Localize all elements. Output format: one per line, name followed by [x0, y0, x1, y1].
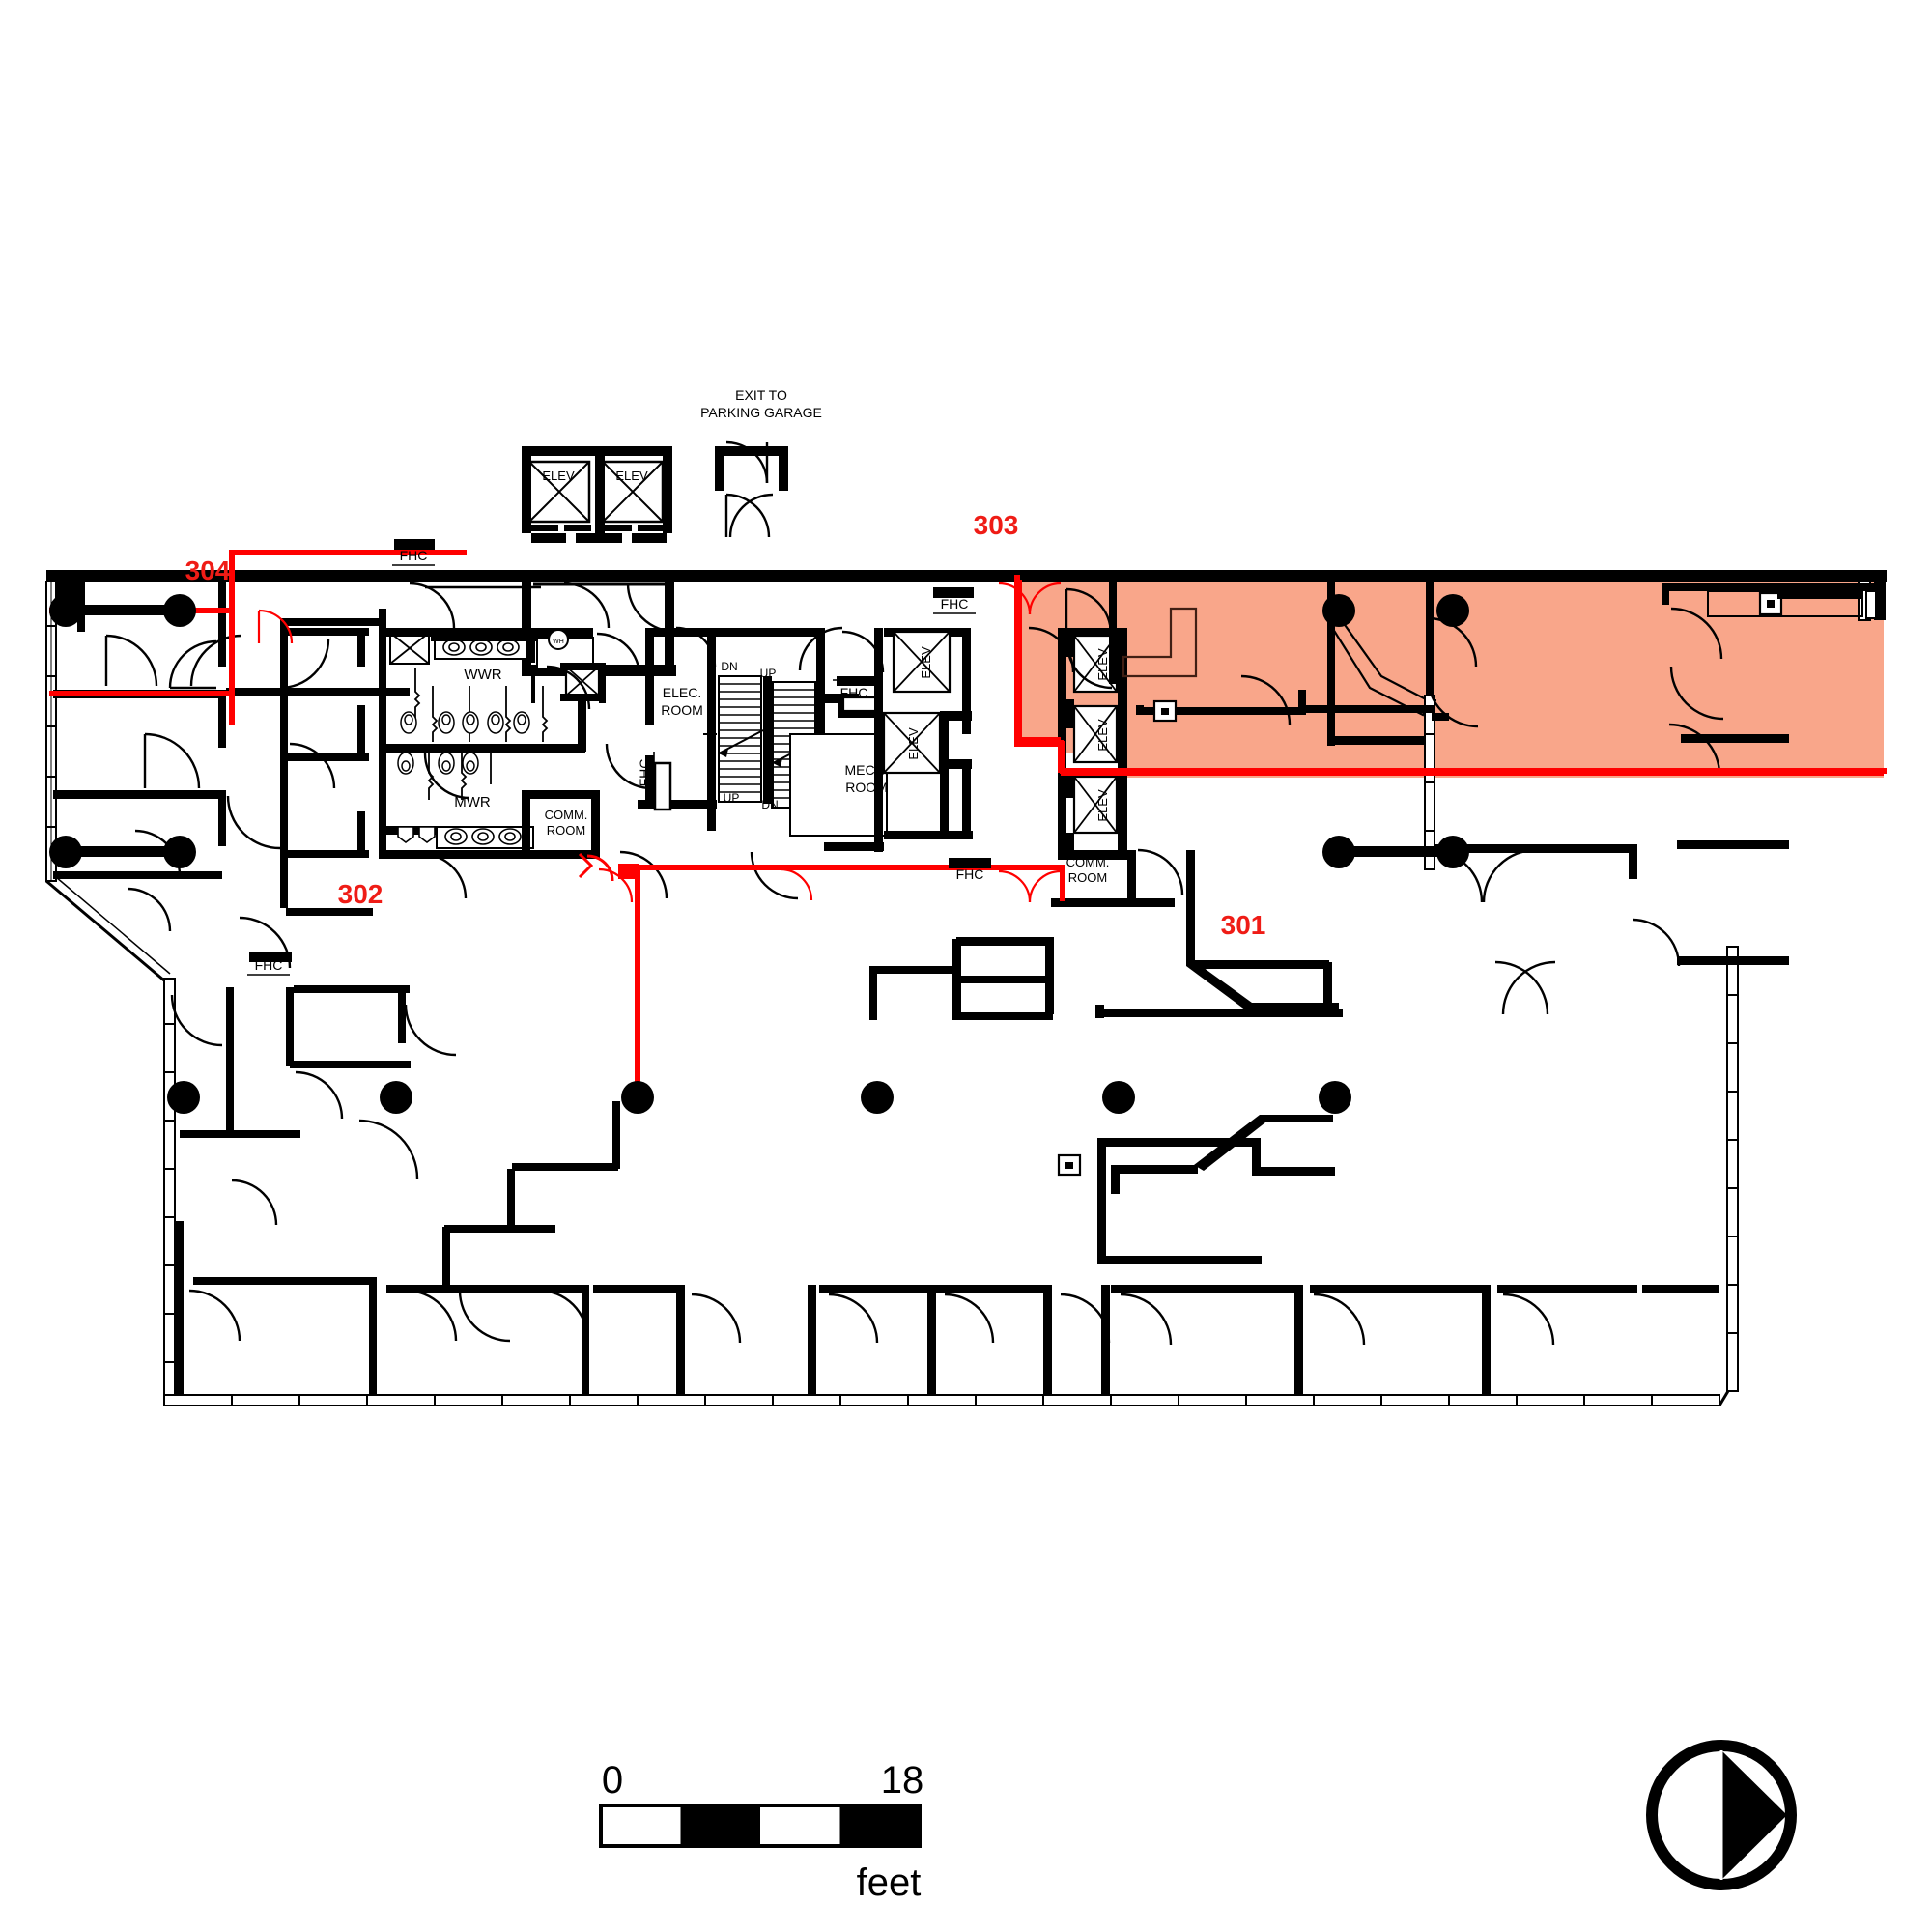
stair-label-up-top: UP: [760, 667, 777, 680]
room-label-elec-line1: ELEC.: [663, 685, 701, 700]
room-label-comm-left-line2: ROOM: [547, 823, 585, 838]
stair-run-left: [718, 675, 764, 803]
demising-303-bottom: [1016, 580, 1884, 776]
exit-note-line1: EXIT TO: [735, 387, 787, 403]
elev-label-6: ELEV: [1095, 719, 1110, 752]
room-label-mech-line2: ROOM: [845, 780, 888, 795]
scale-bar: 0 18 feet: [599, 1759, 924, 1904]
exit-note-line2: PARKING GARAGE: [700, 405, 822, 420]
right-wing-partitions: [593, 582, 1884, 1395]
fhc-label-group-3: FHC: [637, 752, 655, 794]
fhc-label-5: FHC: [941, 596, 969, 611]
fhc-label-3: FHC: [637, 759, 652, 787]
elev-label-1: ELEV: [542, 469, 575, 483]
building-shell: [45, 570, 1887, 1406]
fhc-label-group-5: FHC: [933, 596, 976, 614]
elev-label-2: ELEV: [615, 469, 648, 483]
elev-label-4: ELEV: [906, 727, 921, 760]
room-label-elec-line2: ROOM: [661, 702, 703, 718]
room-label-mech-line1: MECH.: [844, 762, 888, 778]
scale-max-label: 18: [881, 1759, 924, 1802]
suite-label-301[interactable]: 301: [1221, 910, 1266, 940]
building-core: WH: [379, 440, 1175, 907]
demising-doors: [257, 582, 1062, 903]
elev-label-3: ELEV: [919, 646, 933, 679]
corridor-lines: [282, 585, 717, 735]
room-label-wwr: WWR: [464, 667, 501, 683]
fhc-label-group-1: FHC: [392, 548, 435, 566]
suite-label-303[interactable]: 303: [974, 510, 1019, 540]
scale-units-label: feet: [857, 1861, 922, 1904]
column-stubs: [66, 605, 1453, 857]
scale-min-label: 0: [602, 1759, 623, 1802]
fhc-label-6: FHC: [956, 867, 984, 882]
fhc-label-group-4: FHC: [833, 679, 875, 700]
room-label-comm-right-line1: COMM.: [1066, 855, 1110, 869]
room-label-mwr: MWR: [454, 794, 491, 810]
fhc-label-group-2: FHC: [247, 957, 290, 976]
room-label-comm-left-line1: COMM.: [545, 808, 588, 822]
fhc-label-group-6: FHC: [949, 863, 991, 882]
corridor-whiteout-a: [1017, 740, 1061, 779]
stair-label-dn-bottom: DN: [761, 798, 778, 811]
north-arrow: [1646, 1740, 1797, 1890]
stair-label-dn-top: DN: [721, 660, 737, 673]
suite-label-302[interactable]: 302: [338, 879, 384, 909]
suite-label-304[interactable]: 304: [185, 555, 231, 585]
fhc-label-2: FHC: [255, 957, 283, 973]
room-label-comm-right-line2: ROOM: [1068, 870, 1107, 885]
fhc-label-1: FHC: [400, 548, 428, 563]
left-wing-partitions: [53, 582, 620, 1396]
door-arcs-right: [691, 587, 1724, 1346]
svg-text:WH: WH: [553, 639, 564, 645]
demising-door-302: [578, 852, 639, 882]
stair-label-up-bottom: UP: [724, 791, 740, 805]
elev-label-7: ELEV: [1095, 789, 1110, 822]
fhc-label-4: FHC: [840, 685, 868, 700]
elev-label-5: ELEV: [1095, 648, 1110, 681]
